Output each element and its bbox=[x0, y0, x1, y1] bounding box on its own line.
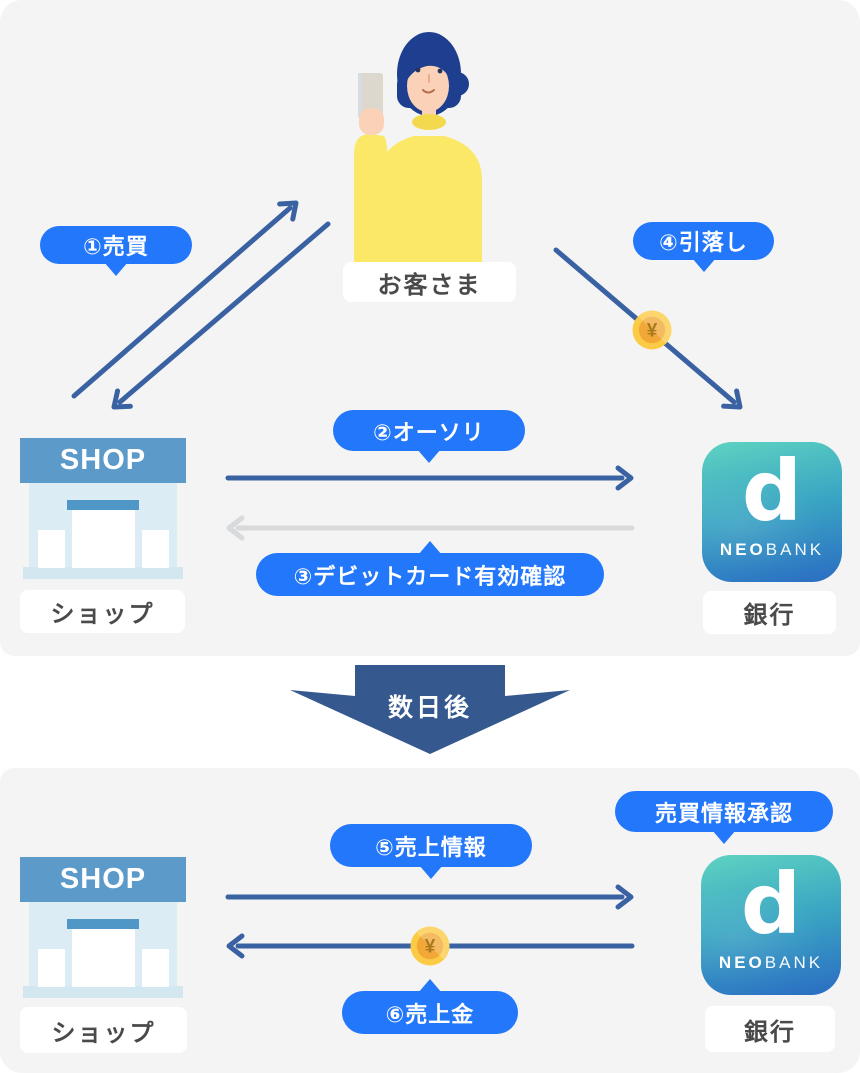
bottom-flow-panel: 売買情報承認 ⑤売上情報 ⑥売上金 SHOP ショップ d NEO bbox=[0, 768, 860, 1073]
bubble-step3-card-validity: ③デビットカード有効確認 bbox=[256, 553, 604, 596]
shop-door-header bbox=[67, 500, 139, 510]
neobank-wordmark: NEOBANK bbox=[718, 953, 824, 972]
neobank-app-icon: d NEOBANK bbox=[702, 442, 842, 582]
top-arrows-layer: ¥ bbox=[71, 200, 743, 541]
yen-coin-icon bbox=[632, 310, 672, 350]
neobank-wordmark: NEOBANK bbox=[719, 540, 825, 559]
customer-illustration bbox=[330, 28, 530, 268]
shop-window-left bbox=[38, 949, 65, 987]
arrow-shop-to-customer bbox=[71, 200, 299, 399]
shop-base bbox=[23, 567, 183, 579]
shop-illustration: SHOP bbox=[20, 438, 186, 579]
shop-base bbox=[23, 986, 183, 998]
bottom-arrows-layer bbox=[225, 884, 635, 966]
shop-door-header bbox=[67, 919, 139, 929]
arrow-authorization bbox=[225, 465, 634, 491]
bank-label: 銀行 bbox=[705, 1006, 835, 1052]
neobank-d-logo: d bbox=[740, 855, 802, 953]
shop-door bbox=[72, 510, 135, 568]
shop-illustration: SHOP bbox=[20, 857, 186, 998]
bank-label: 銀行 bbox=[703, 591, 836, 634]
shop-window-right bbox=[142, 530, 169, 568]
arrow-sales-info bbox=[225, 884, 634, 910]
arrow-customer-to-shop bbox=[111, 221, 331, 410]
days-later-label: 数日後 bbox=[387, 694, 472, 722]
bubble-step2-authorization: ②オーソリ bbox=[333, 410, 525, 451]
shop-awning-sign: SHOP bbox=[20, 857, 186, 902]
shop-window-right bbox=[142, 949, 169, 987]
big-down-arrow bbox=[290, 665, 570, 754]
bubble-step1-purchase: ①売買 bbox=[40, 226, 192, 264]
yen-coin-icon bbox=[410, 926, 450, 966]
bubble-step6-sales-money: ⑥売上金 bbox=[342, 991, 518, 1034]
shop-awning-sign: SHOP bbox=[20, 438, 186, 483]
top-flow-panel: ¥ bbox=[0, 0, 860, 656]
bubble-step4-withdrawal: ④引落し bbox=[633, 222, 774, 260]
days-later-arrow: 数日後 bbox=[285, 652, 575, 760]
bubble-approval: 売買情報承認 bbox=[615, 791, 833, 832]
shop-window-left bbox=[38, 530, 65, 568]
bubble-step5-sales-info: ⑤売上情報 bbox=[330, 824, 532, 867]
arrow-card-validity bbox=[226, 515, 635, 541]
shop-label: ショップ bbox=[20, 590, 185, 633]
shop-door bbox=[72, 929, 135, 987]
shop-label: ショップ bbox=[20, 1007, 187, 1053]
neobank-d-logo: d bbox=[741, 442, 803, 540]
customer-label: お客さま bbox=[343, 262, 516, 302]
neobank-app-icon: d NEOBANK bbox=[701, 855, 841, 995]
